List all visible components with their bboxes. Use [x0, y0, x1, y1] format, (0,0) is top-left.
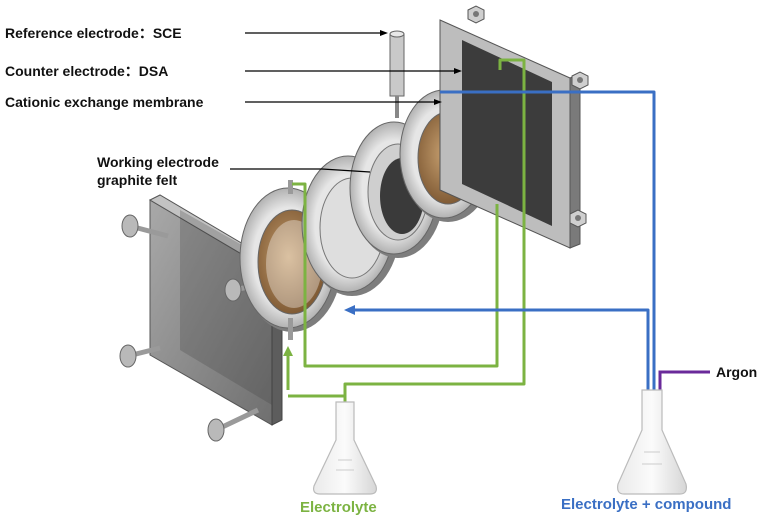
- reference-electrode-label: Reference electrode：SCE: [5, 25, 182, 41]
- electrolyte-compound-flask: [617, 389, 687, 495]
- electrolyte-flask: [313, 401, 377, 495]
- leader-lines: [230, 30, 462, 173]
- right-end-plate: [439, 19, 581, 249]
- hex-nut: [571, 71, 589, 90]
- electrolyte-compound-label: Electrolyte + compound: [561, 496, 732, 513]
- plate-bolt: [207, 407, 260, 442]
- working-electrode-label-line1: Working electrode: [97, 154, 219, 170]
- counter-electrode-label: Counter electrode：DSA: [5, 63, 169, 79]
- electrolyte-label: Electrolyte: [300, 499, 377, 516]
- hex-nut: [569, 209, 587, 228]
- hex-nut: [467, 5, 485, 24]
- plate-bolt: [119, 344, 161, 368]
- working-electrode-label-line2: graphite felt: [97, 172, 178, 188]
- reference-electrode: [389, 30, 405, 118]
- plate-bolt: [121, 214, 169, 239]
- membrane-label: Cationic exchange membrane: [5, 94, 204, 110]
- argon-label: Argon: [716, 364, 758, 380]
